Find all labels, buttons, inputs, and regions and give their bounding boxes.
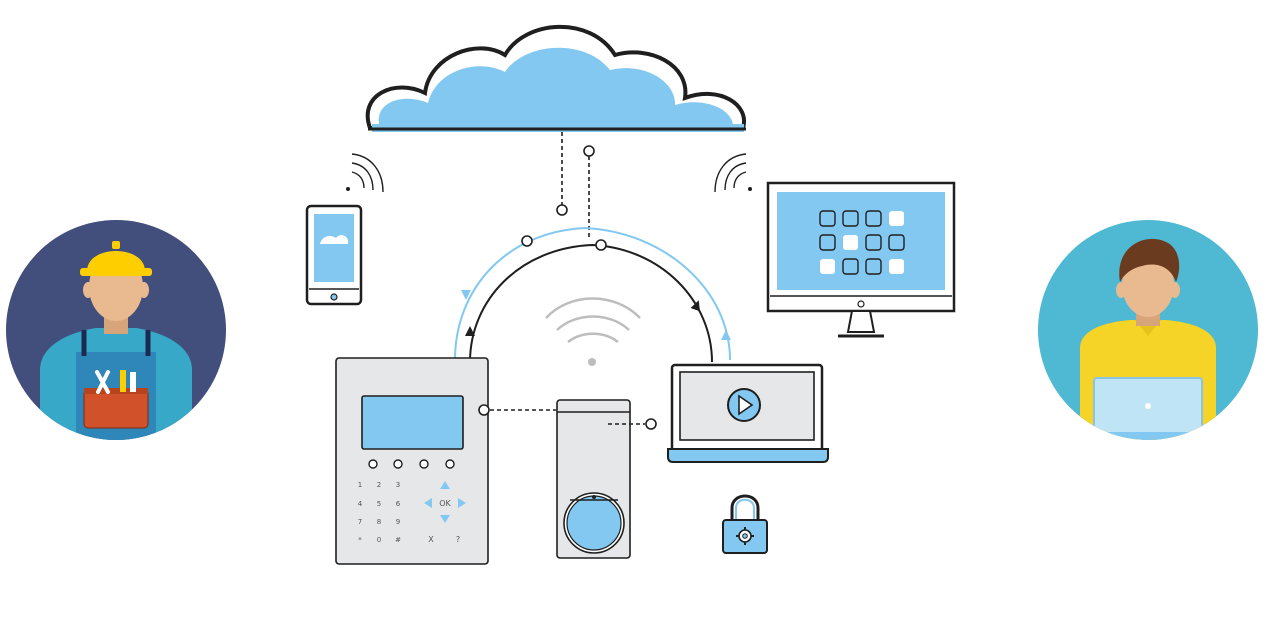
key-5: 5 (377, 500, 381, 508)
key-hash: # (395, 536, 401, 544)
arrow-down-icon (440, 515, 450, 523)
keypad-grid: 1 2 3 4 5 6 7 8 9 * 0 # OK X ? (358, 481, 460, 544)
key-question: ? (456, 535, 460, 544)
motion-detector (556, 399, 657, 559)
key-x: X (428, 535, 434, 544)
wifi-waves-icon (545, 297, 641, 366)
key-4: 4 (358, 500, 363, 508)
key-star: * (358, 536, 362, 544)
panel-detector-link (478, 404, 556, 416)
key-7: 7 (358, 518, 362, 526)
play-icon (727, 388, 761, 422)
key-0: 0 (377, 536, 381, 544)
desktop-monitor-icon (714, 153, 956, 338)
sync-arcs (454, 226, 731, 363)
padlock-gear-icon (722, 494, 768, 554)
cloud-icon (365, 24, 747, 132)
key-2: 2 (377, 481, 381, 489)
smartphone-icon (305, 153, 384, 306)
arrow-down-dark-icon (465, 326, 475, 336)
alarm-control-panel: 1 2 3 4 5 6 7 8 9 * 0 # OK X ? (335, 357, 489, 565)
panel-function-buttons (368, 459, 455, 469)
panel-display (361, 395, 464, 450)
cloud-connectors (556, 132, 595, 240)
key-8: 8 (377, 518, 381, 526)
arrow-left-icon (424, 498, 432, 508)
signal-waves-phone-icon (346, 153, 384, 193)
keypad-arrows (424, 481, 466, 523)
arrow-up-icon (440, 481, 450, 489)
arrow-right-dark-icon (690, 300, 700, 312)
app-grid-icon (819, 210, 905, 275)
arrow-down-blue-icon (721, 330, 731, 340)
key-1: 1 (358, 481, 362, 489)
arrow-up-blue-icon (461, 290, 471, 300)
key-ok: OK (439, 499, 451, 508)
key-6: 6 (396, 500, 401, 508)
arrow-right-icon (458, 498, 466, 508)
user-avatar-icon (1038, 220, 1258, 440)
laptop-icon (667, 363, 829, 463)
signal-waves-monitor-icon (714, 153, 752, 193)
key-9: 9 (396, 518, 400, 526)
key-3: 3 (396, 481, 400, 489)
installer-avatar-icon (6, 220, 226, 440)
